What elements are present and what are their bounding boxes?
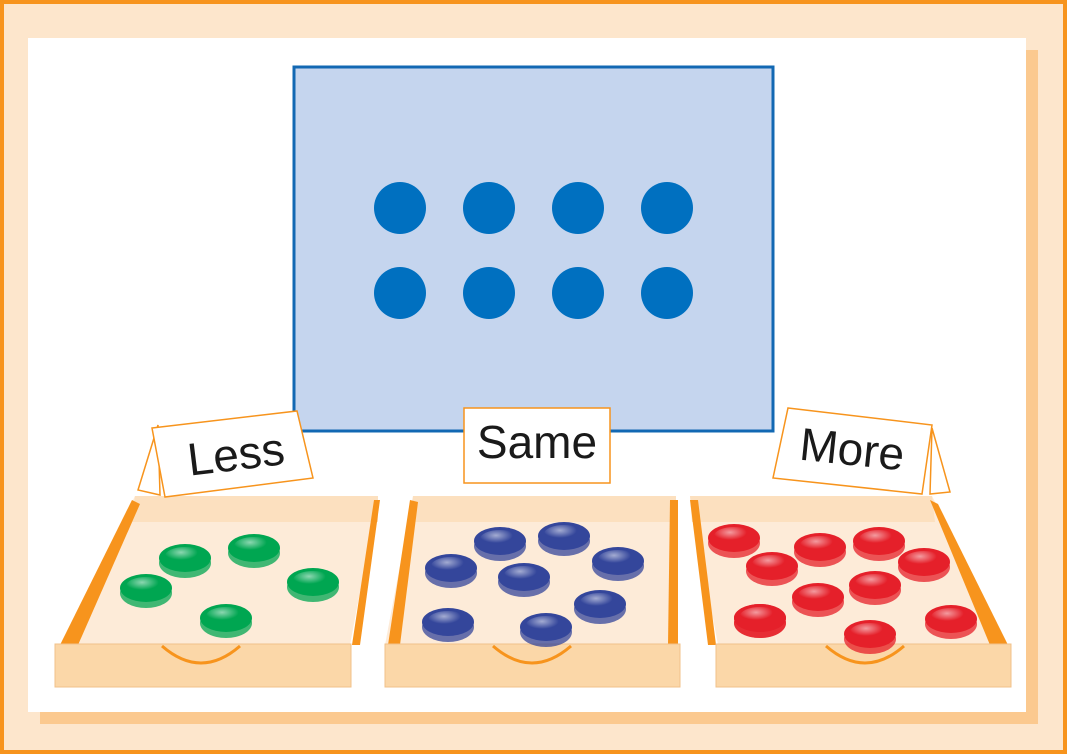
tray-right-wall: [352, 500, 380, 645]
tray-handle: [161, 644, 241, 665]
counter-chip: [898, 548, 950, 582]
counter-chip: [120, 574, 172, 608]
dot: [374, 267, 426, 319]
label-card-less: Less: [137, 410, 314, 498]
label-card-more: More: [772, 407, 951, 495]
counter-chip: [849, 571, 901, 605]
tray-less: [54, 496, 380, 688]
tray-left-wall: [388, 500, 418, 645]
counter-chip: [734, 604, 786, 638]
dot-card: [292, 65, 775, 433]
dot-group: [374, 182, 693, 319]
counter-chip: [592, 547, 644, 581]
tray-front: [384, 643, 681, 688]
counter-chip: [853, 527, 905, 561]
dot: [641, 182, 693, 234]
counter-chip: [844, 620, 896, 654]
tray-right-wall: [668, 500, 678, 645]
dot: [641, 267, 693, 319]
tray-front: [54, 643, 352, 688]
counter-chip: [425, 554, 477, 588]
counter-chip: [794, 533, 846, 567]
dot: [552, 267, 604, 319]
counter-chip: [228, 534, 280, 568]
counters: [120, 522, 977, 654]
tray-back-rim: [132, 496, 378, 522]
counter-chip: [574, 590, 626, 624]
counter-chip: [498, 563, 550, 597]
tray-left-wall: [690, 500, 716, 645]
counter-chip: [520, 613, 572, 647]
dot: [463, 182, 515, 234]
dot: [374, 182, 426, 234]
dot: [552, 182, 604, 234]
tray-right-wall: [930, 500, 1008, 645]
label-card-face: [463, 407, 611, 484]
dot: [463, 267, 515, 319]
label-more: More: [797, 418, 907, 481]
tray-inner-floor: [60, 496, 378, 645]
label-card-face: [772, 407, 933, 495]
tray-handle: [825, 644, 905, 665]
tray-back-rim: [690, 496, 935, 522]
counter-chip: [792, 583, 844, 617]
tray-handle: [492, 644, 572, 665]
dot-card-background: [292, 65, 775, 433]
counter-chip: [746, 552, 798, 586]
counter-chip: [287, 568, 339, 602]
label-card-side: [929, 427, 951, 495]
label-less: Less: [184, 422, 287, 485]
label-same: Same: [477, 416, 597, 468]
counter-chip: [422, 608, 474, 642]
counter-chip: [925, 605, 977, 639]
tray-left-wall: [60, 500, 140, 645]
counter-chip: [200, 604, 252, 638]
label-card-face: [151, 410, 314, 498]
counter-chip: [474, 527, 526, 561]
counter-chip: [159, 544, 211, 578]
counter-chip: [538, 522, 590, 556]
tray-back-rim: [410, 496, 676, 522]
label-card-same: Same: [463, 407, 611, 484]
counter-chip: [708, 524, 760, 558]
